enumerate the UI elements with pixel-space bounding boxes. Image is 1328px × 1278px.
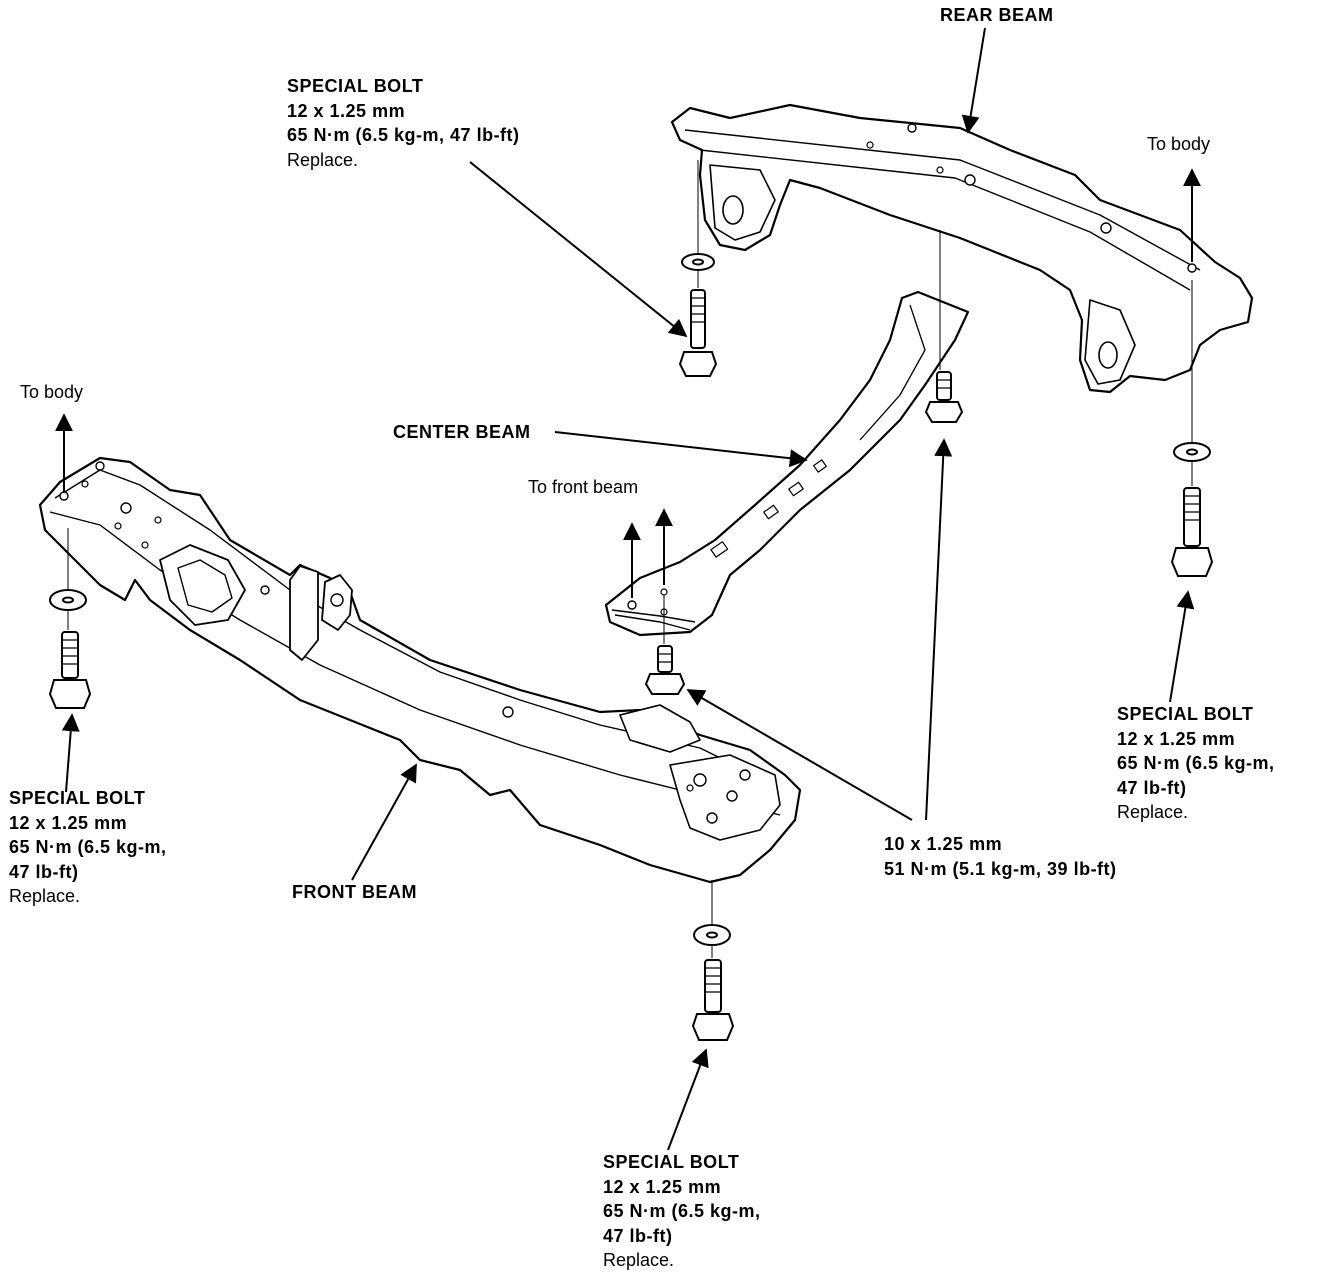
bolt-bottom-size: 12 x 1.25 mm bbox=[603, 1176, 722, 1197]
bolt-right-torque-2: 47 lb-ft) bbox=[1117, 777, 1187, 798]
bolt-left-size: 12 x 1.25 mm bbox=[9, 812, 128, 833]
arrow-bolt-right bbox=[1169, 590, 1195, 703]
arrow-center-bolt-left bbox=[686, 689, 913, 821]
bolt-right-note: Replace. bbox=[1117, 802, 1189, 822]
arrow-bolt-bottom bbox=[667, 1048, 709, 1151]
to-body-right-label: To body bbox=[1147, 134, 1211, 154]
bolt-bottom-torque-1: 65 N·m (6.5 kg-m, bbox=[603, 1201, 761, 1221]
to-front-beam-label: To front beam bbox=[528, 477, 639, 497]
arrow-center-beam bbox=[554, 431, 808, 468]
bolt-center-right bbox=[924, 371, 964, 423]
center-bolts-callout: 10 x 1.25 mm 51 N·m (5.1 kg-m, 39 lb-ft) bbox=[884, 832, 1117, 881]
bolt-bottom-torque-2: 47 lb-ft) bbox=[603, 1225, 673, 1246]
arrow-rear-beam bbox=[961, 27, 986, 134]
bolt-left-torque-1: 65 N·m (6.5 kg-m, bbox=[9, 837, 167, 857]
bolt-right-callout: SPECIAL BOLT 12 x 1.25 mm 65 N·m (6.5 kg… bbox=[1117, 702, 1275, 825]
bolt-right-torque-1: 65 N·m (6.5 kg-m, bbox=[1117, 753, 1275, 773]
rear-beam-label: REAR BEAM bbox=[940, 5, 1054, 25]
arrow-bolt-left bbox=[61, 713, 80, 793]
center-beam-label: CENTER BEAM bbox=[393, 422, 531, 442]
bolt-bottom-title: SPECIAL BOLT bbox=[603, 1152, 740, 1172]
arrow-bolt-top-left bbox=[469, 161, 688, 338]
bolt-top-left-size: 12 x 1.25 mm bbox=[287, 100, 406, 121]
bolt-bottom bbox=[691, 924, 735, 1041]
bolt-right-size: 12 x 1.25 mm bbox=[1117, 728, 1236, 749]
bolt-center-left bbox=[644, 645, 686, 695]
arrow-front-beam bbox=[351, 763, 417, 881]
bolt-top-left-callout: SPECIAL BOLT 12 x 1.25 mm 65 N·m (6.5 kg… bbox=[287, 74, 520, 172]
bolt-left-callout: SPECIAL BOLT 12 x 1.25 mm 65 N·m (6.5 kg… bbox=[9, 786, 167, 909]
bolt-right bbox=[1170, 442, 1214, 577]
bolt-left bbox=[48, 589, 92, 709]
arrow-center-bolt-right bbox=[925, 438, 953, 821]
bolt-left-title: SPECIAL BOLT bbox=[9, 788, 146, 808]
bolt-top-left bbox=[678, 253, 718, 377]
bolt-bottom-callout: SPECIAL BOLT 12 x 1.25 mm 65 N·m (6.5 kg… bbox=[603, 1150, 761, 1273]
to-body-left-label: To body bbox=[20, 382, 84, 402]
bolt-left-note: Replace. bbox=[9, 886, 81, 906]
bolt-top-left-torque: 65 N·m (6.5 kg-m, 47 lb-ft) bbox=[287, 125, 520, 145]
bolt-top-left-note: Replace. bbox=[287, 149, 359, 170]
rear-beam bbox=[670, 103, 1254, 394]
bolt-right-title: SPECIAL BOLT bbox=[1117, 704, 1254, 724]
center-bolts-size: 10 x 1.25 mm bbox=[884, 834, 1003, 854]
bolt-left-torque-2: 47 lb-ft) bbox=[9, 861, 79, 882]
front-beam bbox=[38, 456, 802, 884]
center-beam bbox=[604, 290, 970, 637]
bolt-top-left-title: SPECIAL BOLT bbox=[287, 76, 424, 96]
front-beam-label: FRONT BEAM bbox=[292, 882, 417, 902]
center-bolts-torque: 51 N·m (5.1 kg-m, 39 lb-ft) bbox=[884, 858, 1117, 879]
alignment-lines bbox=[67, 160, 1193, 958]
bolt-bottom-note: Replace. bbox=[603, 1250, 675, 1270]
leader-arrows bbox=[55, 27, 1201, 1151]
